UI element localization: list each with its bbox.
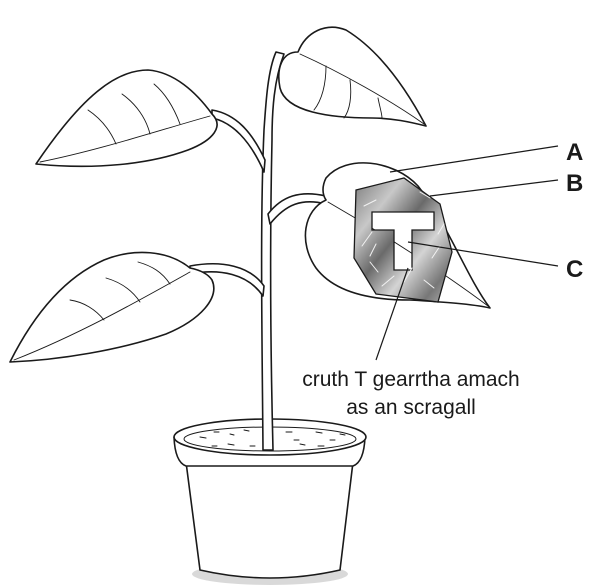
leader-line-a (390, 146, 558, 172)
label-b: B (566, 170, 583, 197)
leader-line-b (430, 180, 558, 196)
leaf-lower-left (10, 252, 214, 362)
leaf-top (279, 27, 426, 126)
label-a: A (566, 139, 583, 166)
caption-line-2: as an scragall (346, 396, 476, 419)
caption-line-1: cruth T gearrtha amach (302, 368, 520, 391)
leaf-upper-left (36, 70, 217, 166)
label-c: C (566, 256, 583, 283)
